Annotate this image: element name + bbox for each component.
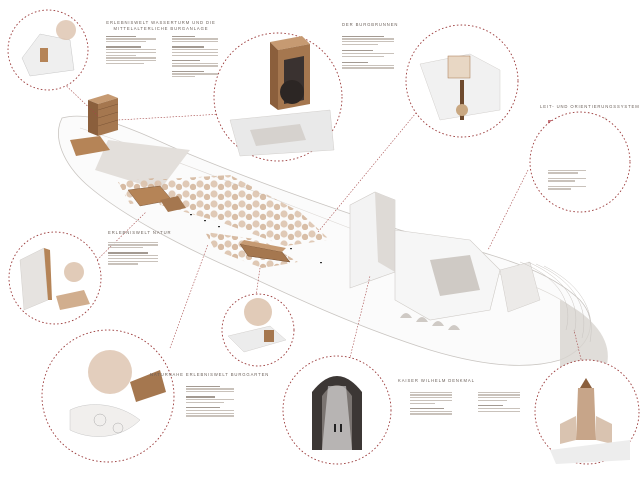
text-block-monument-1: [410, 390, 452, 416]
text-block-tower-1: [106, 34, 156, 66]
text-block-herb-garden: [186, 384, 234, 418]
tower-shadow: [95, 140, 190, 190]
text-block-well: [342, 34, 394, 70]
vignette-nature: [19, 247, 90, 311]
path-marks: [190, 214, 322, 264]
heading-monument: KAISER WILHELM DENKMAL: [398, 378, 475, 383]
heading-nature: ERLEBNISWELT NATUR: [108, 230, 172, 235]
vignette-monument-view: [550, 378, 630, 464]
circle-guidance: [529, 111, 631, 213]
circle-herb-garden: [41, 329, 175, 463]
vignette-garden: [227, 298, 287, 353]
text-block-monument-2: [478, 390, 520, 413]
wood-building-roof: [240, 240, 286, 252]
heading-herb-garden: NATURNAHE ERLEBNISWELT BURGGARTEN: [150, 372, 270, 377]
tree-grove-1: [150, 175, 330, 246]
vignette-castle-well: [419, 53, 501, 121]
vignette-wooden-tower: [229, 36, 335, 157]
vignette-tower-cellar: [21, 20, 76, 77]
heading-tower: ERLEBNISWELT WASSERTURM UND DIE MITTELAL…: [106, 20, 216, 31]
arcade: [400, 273, 468, 330]
text-block-nature: [108, 240, 158, 266]
vignette-monument-tunnel: [312, 376, 362, 450]
heading-well: DER BURGBRUNNEN: [342, 22, 399, 27]
text-block-guidance: [548, 168, 586, 191]
text-block-tower-2: [172, 34, 218, 79]
wooden-tower-model: [70, 94, 119, 156]
vignette-herb-garden: [69, 350, 166, 437]
wood-pavilion-2: [160, 196, 186, 212]
heading-guidance: LEIT- UND ORIENTIERUNGSSYSTEM: [540, 104, 640, 109]
